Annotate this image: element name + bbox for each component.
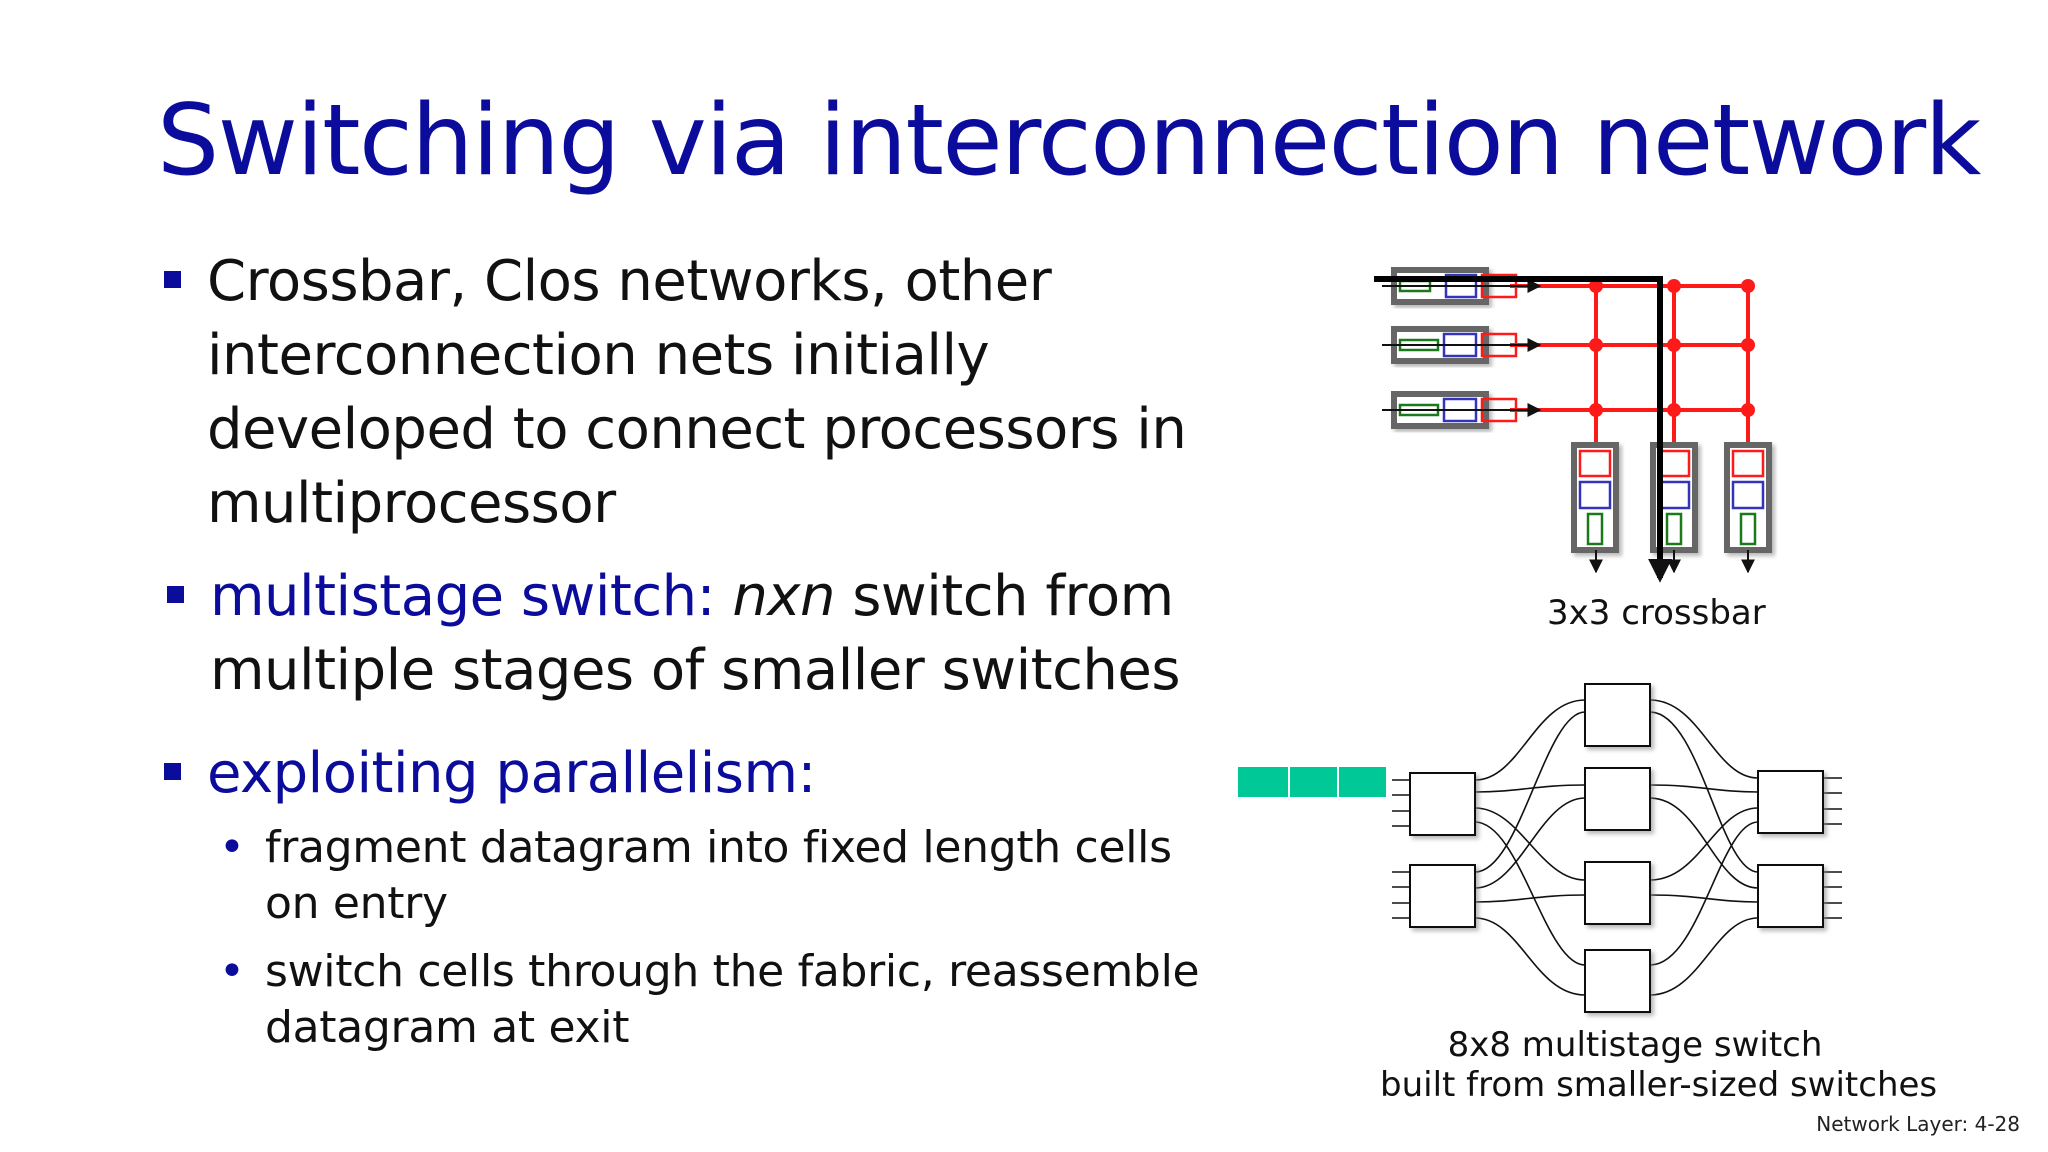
stage2-switch-3 xyxy=(1584,861,1651,925)
multistage-diagram xyxy=(1238,683,1842,1013)
bullet-multistage-highlight: multistage switch: xyxy=(210,564,716,629)
bullet-multistage-rest: switch from multiple stages of smaller s… xyxy=(210,564,1181,703)
crossbar-grid xyxy=(1510,284,1752,445)
sub-bullet-dot-icon: • xyxy=(219,822,245,873)
input-arrows xyxy=(1382,279,1542,417)
bullet-parallelism: exploiting parallelism: xyxy=(164,737,1207,811)
bullet-multistage-italic: nxn xyxy=(715,564,835,629)
output-queue-1 xyxy=(1571,442,1619,553)
multistage-caption-line2: built from smaller-sized switches xyxy=(1380,1065,1938,1105)
multistage-caption-line1: 8x8 multistage switch xyxy=(1447,1025,1823,1065)
multistage-input-lines xyxy=(1392,779,1410,919)
output-arrows xyxy=(1589,550,1755,574)
multistage-caption: 8x8 multistage switch built from smaller… xyxy=(1380,1025,1938,1105)
sub-bullet-switch-text: switch cells through the fabric, reassem… xyxy=(265,946,1200,1053)
slide-title: Switching via interconnection network xyxy=(157,84,1981,198)
stage3-switch-bottom xyxy=(1757,864,1824,928)
stage2-switch-2 xyxy=(1584,767,1651,831)
output-queue-3 xyxy=(1724,442,1772,553)
stage2-switch-4 xyxy=(1584,949,1651,1013)
bullet-square-icon xyxy=(167,586,184,603)
crossbar-crosspoints xyxy=(1589,279,1755,417)
stage1-switch-bottom xyxy=(1409,864,1476,928)
sub-bullet-fragment-text: fragment datagram into fixed length cell… xyxy=(265,822,1172,929)
crossbar-caption: 3x3 crossbar xyxy=(1547,593,1766,633)
switch-boxes xyxy=(1409,683,1824,1013)
bullet-multistage: multistage switch: nxn switch from multi… xyxy=(167,560,1210,708)
sub-bullet-switch: • switch cells through the fabric, reass… xyxy=(219,944,1215,1056)
stage3-switch-top xyxy=(1757,770,1824,834)
cell-train xyxy=(1238,767,1386,797)
sub-bullet-fragment: • fragment datagram into fixed length ce… xyxy=(219,820,1215,932)
stage1-switch-top xyxy=(1409,772,1476,836)
crossbar-active-path xyxy=(1374,276,1672,583)
bullet-parallelism-highlight: exploiting parallelism: xyxy=(207,741,816,806)
bullet-crossbar: Crossbar, Clos networks, other interconn… xyxy=(164,245,1207,541)
interconnect-wires xyxy=(1474,699,1759,996)
page-number: Network Layer: 4-28 xyxy=(1816,1112,2020,1136)
sub-bullet-dot-icon: • xyxy=(219,946,245,997)
bullet-square-icon xyxy=(164,271,181,288)
crossbar-diagram xyxy=(1374,267,1772,583)
bullet-square-icon xyxy=(164,763,181,780)
bullet-crossbar-text: Crossbar, Clos networks, other interconn… xyxy=(207,249,1187,536)
multistage-output-lines xyxy=(1823,777,1842,919)
stage2-switch-1 xyxy=(1584,683,1651,747)
